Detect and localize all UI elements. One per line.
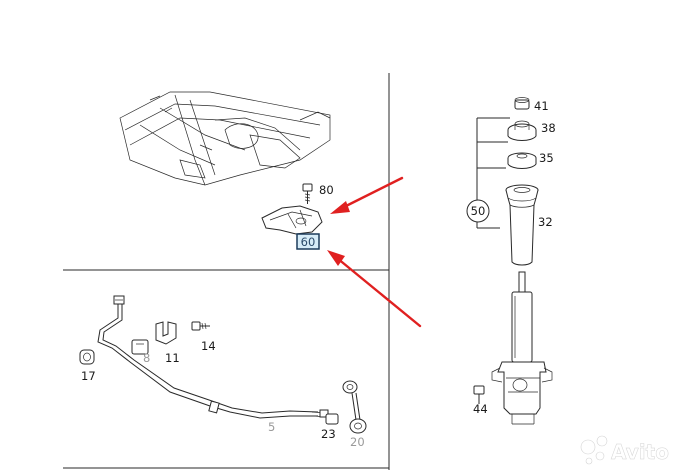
part-11-clamp: [155, 321, 177, 345]
label-11: 11: [165, 351, 180, 365]
part-41-nut: [514, 97, 530, 110]
part-labels: 41 38 35 50 32 44 80 60 8 11 14 17 5 23 …: [81, 99, 556, 449]
label-14: 14: [201, 339, 216, 353]
label-35: 35: [539, 151, 554, 165]
label-50: 50: [471, 204, 486, 218]
bracket-60: [261, 205, 323, 235]
label-23: 23: [321, 427, 336, 441]
divider-lines: [63, 73, 390, 470]
part-38-mount: [507, 120, 537, 141]
label-20: 20: [350, 435, 365, 449]
part-20-link: [342, 380, 367, 434]
part-60-callout[interactable]: [296, 233, 320, 250]
part-44-bolt: [473, 385, 485, 404]
label-44: 44: [473, 402, 488, 416]
label-8: 8: [143, 351, 150, 365]
part-14-bolt: [191, 321, 210, 331]
label-38: 38: [541, 121, 556, 135]
label-60[interactable]: 60: [301, 235, 316, 249]
part-17-mount: [79, 349, 95, 365]
part-35-bearing: [507, 152, 537, 169]
body-subframe-drawing: [119, 91, 331, 186]
label-80: 80: [319, 183, 334, 197]
label-41: 41: [534, 99, 549, 113]
bolt-80: [302, 183, 313, 204]
label-32: 32: [538, 215, 553, 229]
avito-watermark: Avito: [580, 435, 669, 465]
shock-absorber: [491, 271, 553, 425]
part-8-bushing: [131, 339, 149, 355]
part-32-boot: [505, 184, 539, 266]
label-5: 5: [268, 420, 275, 434]
watermark-text: Avito: [611, 440, 669, 464]
part-23-nut: [325, 413, 339, 425]
stabilizer-bar-drawing: [79, 295, 367, 434]
avito-logo-icon: [580, 435, 608, 465]
part-50-circle: [466, 199, 490, 223]
red-arrows: [327, 176, 422, 328]
label-17: 17: [81, 369, 96, 383]
strut-assembly-drawing: [466, 97, 553, 425]
